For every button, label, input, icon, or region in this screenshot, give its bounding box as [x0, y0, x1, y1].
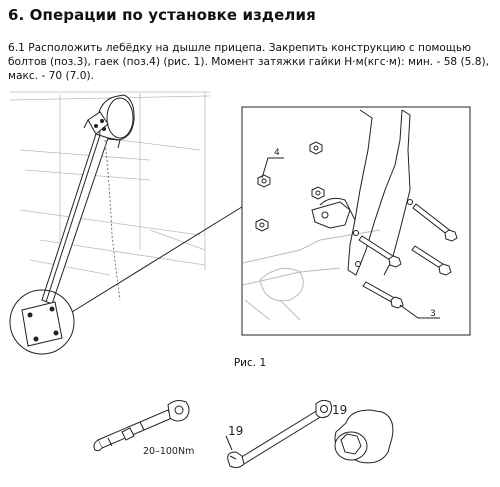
section-title: 6. Операции по установке изделия — [8, 6, 316, 24]
nut-hex — [255, 141, 325, 232]
drawbar-arm — [41, 133, 121, 305]
trailer-background — [9, 91, 211, 276]
callout-bolt-label: 3 — [430, 309, 436, 319]
tools-figure: 20–100Nm 19 19 — [93, 399, 394, 469]
torque-range-label: 20–100Nm — [143, 446, 194, 457]
figure-caption: Рис. 1 — [233, 357, 267, 369]
instruction-paragraph: 6.1 Расположить лебёдку на дышле прицепа… — [8, 42, 490, 82]
wrench-size-left-label: 19 — [228, 424, 243, 438]
combination-wrench — [225, 399, 333, 469]
installation-figure: 4 3 — [9, 91, 471, 355]
socket — [334, 409, 394, 464]
detail-circle — [9, 289, 75, 355]
callout-nut-label: 4 — [274, 148, 280, 158]
detail-tube — [242, 229, 381, 321]
bolt — [358, 203, 458, 309]
wrench-size-right-label: 19 — [332, 403, 347, 417]
torque-wrench — [93, 400, 190, 452]
callout-leader-nut — [261, 157, 284, 179]
detail-bracket — [311, 109, 413, 276]
mount-plate — [21, 301, 63, 347]
callout-leader-bolt — [399, 304, 440, 319]
chain — [104, 139, 121, 301]
detail-leader — [71, 204, 246, 313]
winch-unit — [83, 94, 135, 141]
